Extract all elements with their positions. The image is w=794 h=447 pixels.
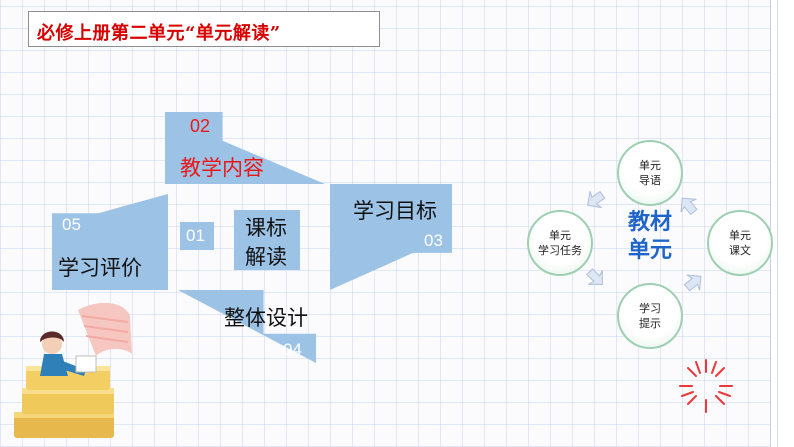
number-05: 05 xyxy=(62,215,81,234)
label-curriculum-line1: 课标 xyxy=(245,216,287,240)
cycle-node-line: 单元 xyxy=(549,229,571,242)
firework-decoration-icon xyxy=(679,359,733,413)
cycle-node-line: 学习 xyxy=(639,302,661,315)
cycle-node-line: 导语 xyxy=(639,174,661,187)
label-learning-evaluation: 学习评价 xyxy=(58,256,142,280)
center-num-box xyxy=(180,222,214,250)
reading-illustration-icon xyxy=(14,302,132,438)
cycle-node-unit-intro: 单元 导语 xyxy=(617,140,683,206)
label-overall-design: 整体设计 xyxy=(224,306,308,330)
right-margin-band xyxy=(770,0,794,447)
cycle-node-line: 课文 xyxy=(729,244,751,257)
cycle-center-label: 教材 单元 xyxy=(618,209,682,265)
cycle-center-line1: 教材 xyxy=(627,210,672,235)
cycle-node-unit-tasks: 单元 学习任务 xyxy=(527,210,593,276)
label-curriculum-line2: 解读 xyxy=(245,245,287,269)
cycle-center-line2: 单元 xyxy=(627,238,672,263)
number-03: 03 xyxy=(424,231,443,250)
title-box: 必修上册第二单元“单元解读” xyxy=(28,11,380,47)
cycle-node-study-tips: 学习 提示 xyxy=(617,283,683,349)
cycle-node-unit-texts: 单元 课文 xyxy=(707,210,773,276)
center-label-box xyxy=(234,210,300,270)
cycle-node-line: 提示 xyxy=(639,317,661,330)
page-title: 必修上册第二单元“单元解读” xyxy=(37,23,281,44)
label-learning-goals: 学习目标 xyxy=(353,199,437,223)
cycle-node-line: 学习任务 xyxy=(538,244,582,257)
number-02: 02 xyxy=(190,116,211,136)
number-04: 04 xyxy=(283,340,302,359)
cycle-node-line: 单元 xyxy=(729,229,751,242)
label-teaching-content: 教学内容 xyxy=(180,156,264,180)
number-01: 01 xyxy=(186,226,205,245)
cycle-node-line: 单元 xyxy=(639,159,661,172)
right-margin-line xyxy=(777,0,778,447)
